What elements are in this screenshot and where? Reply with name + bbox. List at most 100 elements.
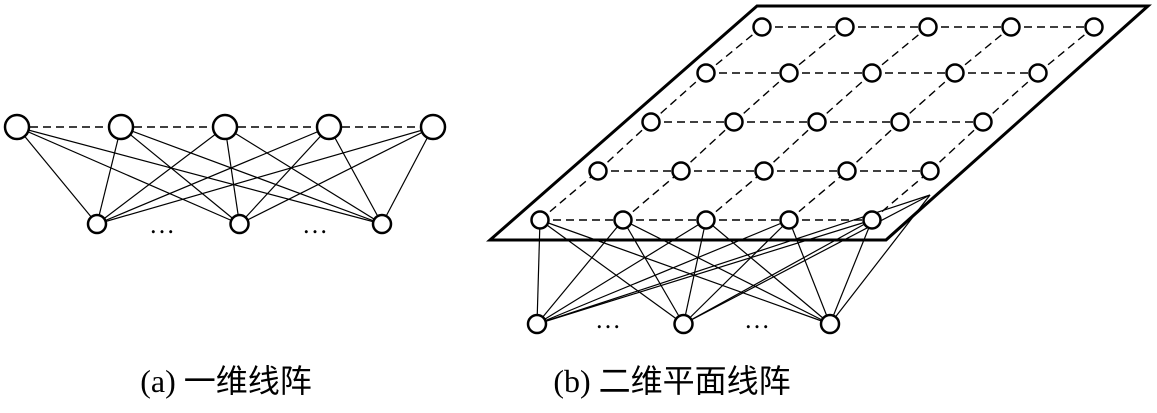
panel-b-output-node (1084, 17, 1104, 37)
panel-b-output-node (862, 63, 882, 83)
panel-a-input-link (16, 126, 98, 225)
panel-a-1d-array: … … (a) 一维线阵 (3, 113, 447, 399)
panel-b-lateral-link (680, 121, 735, 172)
panel-b-lateral-link (622, 170, 682, 221)
panel-b-input-link (788, 219, 831, 325)
panel-a-output-node (3, 113, 31, 141)
panel-b-2d-array: … … (b) 二维平面线阵 (486, 4, 1152, 399)
panel-a-caption: (a) 一维线阵 (140, 363, 312, 399)
panel-b-output-node (973, 112, 993, 132)
panel-b-output-node (613, 210, 633, 230)
panel-b-lateral-link (539, 170, 599, 221)
panel-b-lateral-link (929, 121, 984, 172)
panel-b-output-node (752, 17, 772, 37)
panel-b-ellipsis-1: … (595, 305, 621, 334)
panel-b-output-node (1001, 17, 1021, 37)
panel-b-output-node (918, 17, 938, 37)
panel-b-plane (486, 4, 1152, 242)
panel-a-input-link (381, 126, 434, 225)
panel-b-output-node (890, 112, 910, 132)
panel-a-input-link (96, 126, 330, 225)
panel-b-lateral-link (871, 26, 929, 74)
panel-b-output-node (641, 112, 661, 132)
panel-b-output-node (945, 63, 965, 83)
panel-b-output-node (837, 161, 857, 181)
panel-a-input-link (96, 126, 226, 225)
panel-a-ellipsis-1: … (149, 210, 175, 239)
panel-b-output-node (779, 63, 799, 83)
panel-b-lateral-link (846, 121, 901, 172)
panel-b-lateral-link (899, 72, 956, 123)
panel-b-input-link (683, 219, 790, 325)
panel-b-lateral-link (1037, 26, 1095, 74)
panel-b-output-node (779, 210, 799, 230)
panel-b-output-node (754, 161, 774, 181)
panel-a-input-node (371, 213, 393, 235)
panel-a-ellipsis-2: … (302, 210, 328, 239)
panel-b-lateral-link (788, 170, 848, 221)
panel-b-input-links (536, 194, 931, 325)
panel-a-input-link (96, 126, 122, 225)
panel-a-input-node (86, 213, 108, 235)
panel-b-output-node (696, 210, 716, 230)
panel-b-ellipsis-2: … (744, 305, 770, 334)
panel-a-input-link (120, 126, 383, 225)
panel-a-input-link (224, 126, 241, 225)
panel-b-lateral-link (788, 26, 846, 74)
panel-b-lateral-link (871, 170, 931, 221)
panel-b-lateral-link (982, 72, 1039, 123)
panel-b-input-link (536, 219, 873, 325)
panel-b-output-node (862, 210, 882, 230)
panel-b-output-node (588, 161, 608, 181)
panel-a-input-link (120, 126, 240, 225)
panel-a-input-link (328, 126, 383, 225)
panel-a-input-link (16, 126, 383, 225)
panel-b-input-node (819, 313, 841, 335)
panel-b-input-link (705, 219, 831, 325)
panel-b-lateral-link (763, 121, 818, 172)
panel-b-input-node (673, 313, 694, 335)
panel-a-input-link (239, 126, 434, 225)
panel-a-input-node (229, 213, 250, 235)
panel-b-output-node (807, 112, 827, 132)
panel-b-input-link (539, 219, 684, 325)
panel-b-output-node (530, 210, 550, 230)
panel-b-lateral-link (733, 72, 790, 123)
panel-a-output-node (419, 113, 447, 141)
panel-b-output-node (724, 112, 744, 132)
panel-a-input-link (96, 126, 434, 225)
panel-a-input-link (224, 126, 383, 225)
panel-b-input-node (526, 313, 548, 335)
panel-b-output-node (1028, 63, 1048, 83)
panel-b-input-link (539, 219, 831, 325)
panel-b-output-node (835, 17, 855, 37)
panel-a-output-node (107, 113, 135, 141)
panel-a-input-links (16, 126, 434, 225)
panel-a-input-link (16, 126, 240, 225)
panel-b-lateral-link (705, 26, 763, 74)
panel-b-lateral-link (597, 121, 652, 172)
panel-b-input-link (536, 219, 790, 325)
panel-b-caption: (b) 二维平面线阵 (553, 363, 790, 399)
panel-a-nodes (3, 113, 447, 235)
panel-b-input-link (536, 219, 707, 325)
panel-b-input-link (683, 219, 873, 325)
panel-b-lateral-link (705, 170, 765, 221)
panel-b-nodes (526, 17, 1104, 335)
panel-b-lateral-link (954, 26, 1012, 74)
panel-b-lateral-link (816, 72, 873, 123)
panel-b-input-link (622, 219, 685, 325)
panel-b-output-node (671, 161, 691, 181)
panel-a-input-link (239, 126, 330, 225)
panel-b-input-link (536, 219, 541, 325)
panel-b-input-link (622, 219, 831, 325)
panel-b-lateral-link (650, 72, 707, 123)
panel-b-output-node (696, 63, 716, 83)
panel-b-input-link (829, 194, 931, 325)
panel-b-input-link (536, 219, 624, 325)
panel-b-output-node (920, 161, 940, 181)
panel-b-input-link (683, 194, 931, 325)
panel-a-output-node (315, 113, 343, 141)
panel-b-input-link (829, 219, 873, 325)
